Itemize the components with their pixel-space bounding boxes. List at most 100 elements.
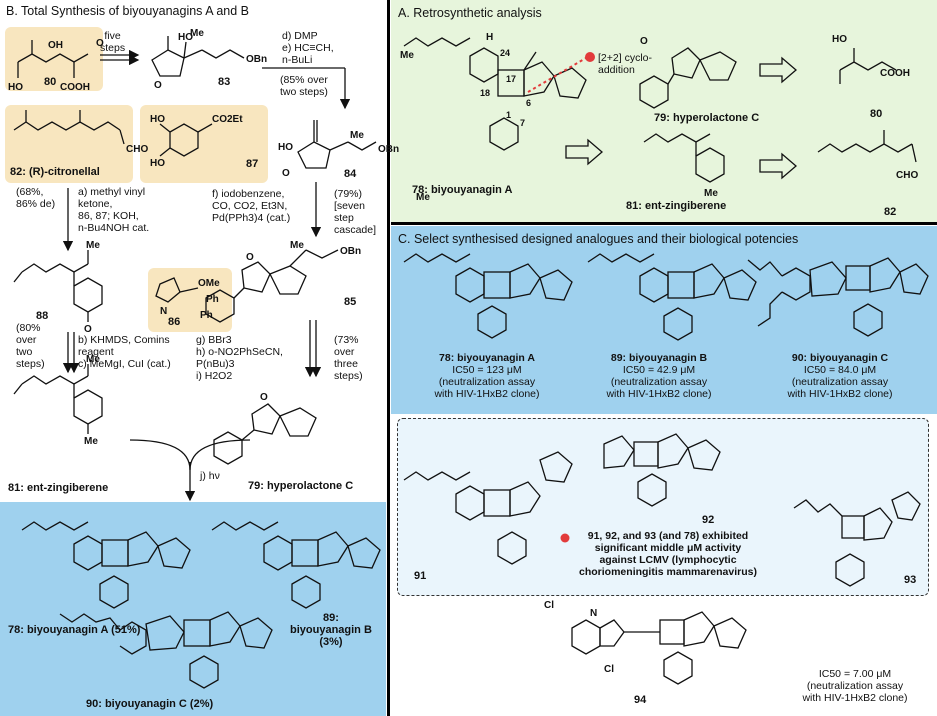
step-de: d) DMP e) HC≡CH, n-BuLi: [282, 30, 334, 66]
panel-a-title: A. Retrosynthetic analysis: [398, 6, 542, 20]
svg-text:Me: Me: [86, 240, 100, 251]
label-91: 91: [414, 570, 427, 582]
c-item-90-assay: (neutralization assay with HIV-1HxB2 clo…: [787, 376, 893, 400]
lcmv-note: 91, 92, and 93 (and 78) exhibited signif…: [579, 530, 757, 578]
structure-85: [205, 249, 339, 323]
structure-78-a: [403, 37, 587, 151]
yield-bc: (80% over two steps): [16, 322, 45, 370]
structure-83: [151, 36, 245, 77]
step-a: a) methyl vinyl ketone, 86, 87; KOH, n-B…: [78, 186, 150, 234]
c-item-78-name: 78: biyouyanagin A: [439, 352, 535, 364]
step-f: f) iodobenzene, CO, CO2, Et3N, Pd(PPh3)4…: [212, 188, 291, 224]
svg-text:H: H: [486, 32, 493, 43]
svg-text:Cl: Cl: [544, 600, 554, 611]
structure-93: [793, 491, 921, 587]
label-89-product: 89: biyouyanagin B (3%): [290, 612, 372, 648]
panel-c-inner-background: [397, 418, 929, 596]
step-ghi: g) BBr3 h) o-NO2PhSeCN, P(nBu)3 i) H2O2: [196, 334, 283, 382]
svg-text:Ph: Ph: [206, 294, 219, 305]
svg-text:OBn: OBn: [340, 246, 361, 257]
svg-text:O: O: [260, 392, 268, 403]
structure-90-c: [747, 257, 929, 337]
svg-text:OMe: OMe: [198, 278, 220, 289]
structure-82-a: [817, 130, 917, 163]
structure-90-b: [59, 611, 273, 689]
svg-text:Me: Me: [190, 28, 204, 39]
ic50-94: IC50 = 7.00 μM (neutralization assay wit…: [780, 668, 930, 704]
atom-number-1: 1: [506, 110, 511, 120]
c-item-89-ic50: IC50 = 42.9 μM: [622, 364, 696, 376]
svg-text:O: O: [154, 80, 162, 91]
atom-number-7: 7: [520, 118, 525, 128]
panel-b-title: B. Total Synthesis of biyouyanagins A an…: [6, 4, 249, 18]
label-82-a: 82: [884, 206, 897, 218]
label-79-a: 79: hyperolactone C: [654, 112, 760, 124]
c-item-90: 90: biyouyanagin C IC50 = 84.0 μM (neutr…: [752, 352, 928, 400]
c-item-89-assay: (neutralization assay with HIV-1HxB2 clo…: [606, 376, 712, 400]
panel-c-title: C. Select synthesised designed analogues…: [398, 232, 799, 246]
label-85: 85: [344, 296, 357, 308]
structure-86: [155, 277, 199, 303]
structure-91: [403, 451, 573, 565]
label-86: 86: [168, 316, 181, 328]
svg-text:O: O: [282, 168, 290, 179]
label-93: 93: [904, 574, 917, 586]
svg-text:COOH: COOH: [880, 68, 910, 79]
svg-text:Me: Me: [86, 354, 100, 365]
svg-text:HO: HO: [178, 32, 193, 43]
ic50-94-value: IC50 = 7.00 μM: [818, 668, 892, 680]
c-item-89-name: 89: biyouyanagin B: [610, 352, 708, 364]
c-item-89: 89: biyouyanagin B IC50 = 42.9 μM (neutr…: [574, 352, 744, 400]
atom-number-6: 6: [526, 98, 531, 108]
svg-text:Me: Me: [290, 240, 304, 251]
structure-89-b: [211, 521, 381, 609]
panel-a-background: [391, 0, 937, 222]
structure-78-c: [403, 253, 573, 339]
structure-82: [13, 110, 125, 145]
highlight-box-80: [5, 27, 103, 91]
label-90-product: 90: biyouyanagin C (2%): [86, 698, 214, 710]
svg-text:N: N: [590, 608, 597, 619]
structure-84: [297, 120, 377, 169]
structure-80-a: [839, 48, 897, 84]
step-j: j) hν: [200, 470, 220, 482]
svg-text:CHO: CHO: [896, 170, 918, 181]
yield-de: (85% over two steps): [280, 74, 328, 98]
highlight-box-87: [140, 105, 268, 183]
vertical-divider: [387, 0, 390, 716]
svg-text:O: O: [246, 252, 254, 263]
label-78-a: 78: biyouyanagin A: [412, 184, 513, 196]
structure-88: [13, 250, 103, 322]
svg-text:HO: HO: [150, 158, 165, 169]
structure-92: [603, 433, 721, 507]
svg-text:OH: OH: [48, 40, 63, 51]
red-marker-a: [585, 52, 595, 62]
structure-79-a: [639, 47, 737, 109]
ic50-94-assay: (neutralization assay with HIV-1HxB2 clo…: [802, 680, 908, 704]
cycloaddition-label: [2+2] cyclo- addition: [598, 52, 652, 76]
svg-text:O: O: [640, 36, 648, 47]
label-79: 79: hyperolactone C: [248, 480, 354, 492]
svg-text:Me: Me: [400, 50, 414, 61]
yield-f: (79%) [seven step cascade]: [334, 188, 377, 236]
svg-text:HO: HO: [832, 34, 847, 45]
structure-80: [17, 40, 89, 78]
svg-text:Cl: Cl: [604, 664, 614, 675]
c-item-78-ic50: IC50 = 123 μM: [452, 364, 522, 376]
svg-text:Me: Me: [704, 188, 718, 199]
svg-text:HO: HO: [8, 82, 23, 93]
svg-text:COOH: COOH: [60, 82, 90, 93]
label-80-a: 80: [870, 108, 883, 120]
step-bc: b) KHMDS, Comins reagent c) MeMgI, CuI (…: [78, 334, 171, 370]
red-marker-c: [560, 533, 570, 543]
label-88: 88: [36, 310, 49, 322]
structure-94: [571, 611, 747, 685]
label-92: 92: [702, 514, 715, 526]
retro-arrows: [565, 56, 797, 180]
c-item-90-name: 90: biyouyanagin C: [791, 352, 889, 364]
svg-text:OBn: OBn: [378, 144, 399, 155]
label-82: 82: (R)-citronellal: [10, 166, 100, 178]
svg-text:Me: Me: [350, 130, 364, 141]
label-80: 80: [44, 76, 57, 88]
